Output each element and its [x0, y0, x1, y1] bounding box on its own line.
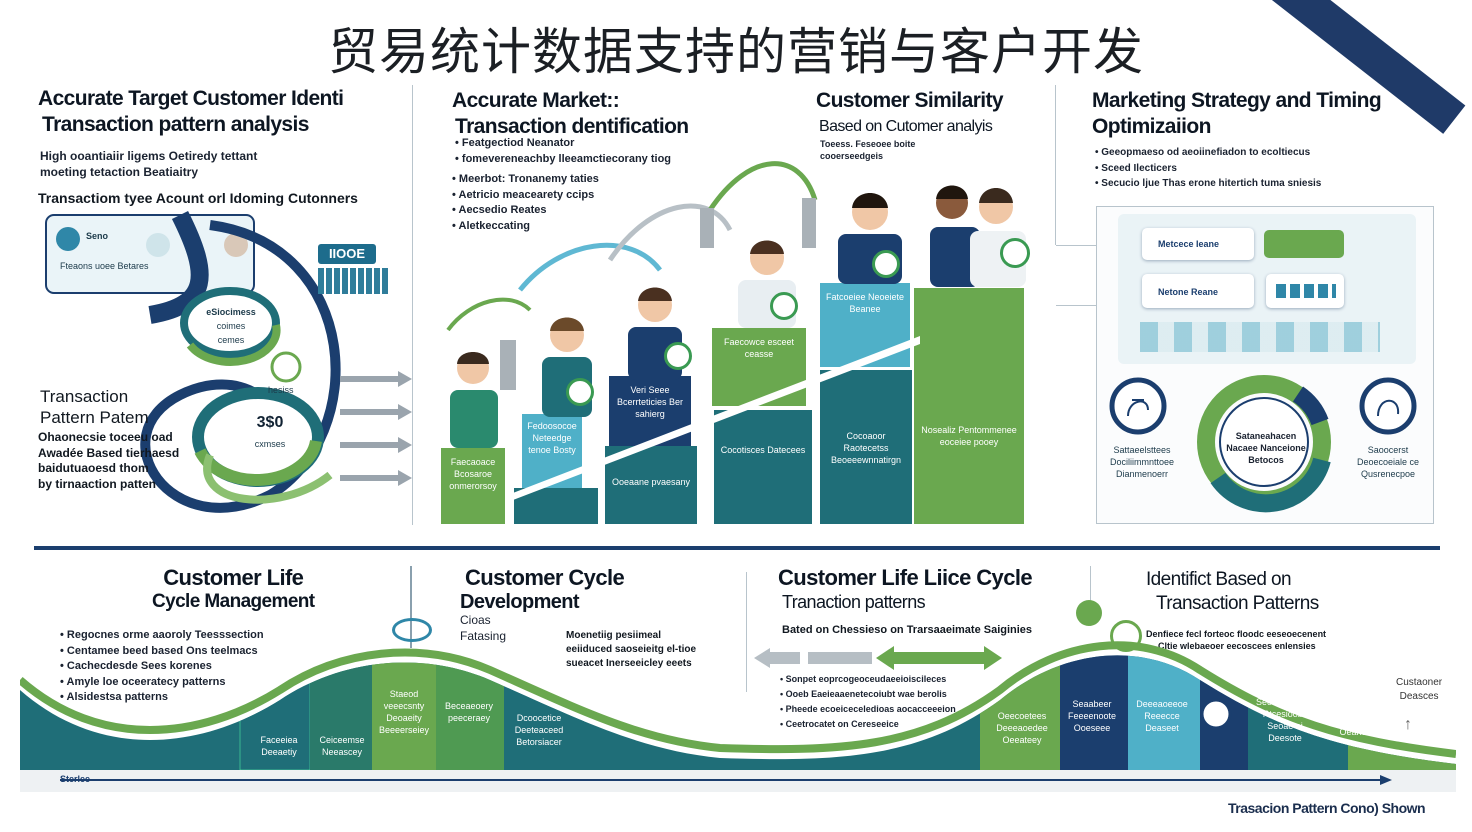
screen-chip — [1264, 230, 1344, 258]
section-divider — [34, 546, 1440, 550]
step-icon — [1200, 698, 1232, 730]
side-label: Custaoner Deasces — [1396, 677, 1443, 702]
leaf-badge-icon — [770, 292, 798, 320]
wave-label: Seos Bcedoos Rtcesioobs Seoae ai Deesote — [1255, 697, 1315, 743]
wave-label: Dcoocetice Deeteaceed Betorsiacer — [514, 713, 564, 747]
divider — [1055, 85, 1056, 245]
card-text: Fteaons uoee Betares — [60, 261, 149, 271]
screen-row — [1140, 322, 1380, 352]
wave-label: Beceaeoery peeceraey — [444, 701, 494, 723]
connector-line — [1056, 305, 1096, 306]
ring-label: eSiocimess — [206, 307, 256, 317]
coin-stack — [318, 268, 388, 294]
bar-1: Faecaoace Bcosaroe onmerorsoy — [441, 448, 505, 524]
cycle-left-text: Sattaeelsttees Dociliimmnttoee Dianmenoe… — [1109, 445, 1175, 479]
bottom-col3-heading: Customer Life Liice Cycle Tranaction pat… — [778, 565, 1033, 613]
ring-label: cemes — [217, 335, 245, 345]
col3-bullets: Sonpet eoprcogeoceudaeeioiscileces Ooeb … — [780, 672, 956, 732]
panel1-subtext: High ooantiaiir ligems Oetiredy tettant … — [40, 149, 258, 179]
big-ring-value: 3$0 — [256, 414, 284, 431]
accounts-line: Transactiom tyee Acount orl Idoming Cuto… — [38, 190, 358, 206]
bottom-col1-bullets: Regocnes orme aaoroly Teesssection Centa… — [60, 628, 264, 706]
marker-line — [410, 566, 412, 648]
badge: IIOOE — [318, 244, 376, 264]
bottom-col2-heading: Customer Cycle Development — [460, 565, 625, 614]
divider — [1090, 566, 1091, 626]
panel2-heading: Accurate Market:: Transaction dentificat… — [452, 89, 689, 138]
col4-sub: Denfiece fecl forteoc floodc eeseoecenen… — [1146, 629, 1327, 651]
wave-label: Oeane — [1339, 727, 1367, 737]
small-ring-label: hesiss — [268, 385, 294, 395]
screen-card — [1266, 274, 1344, 308]
bottom-col1-heading: Customer Life Cycle Management — [152, 565, 315, 613]
up-arrow-icon: ↑ — [1404, 716, 1412, 733]
marker-ring — [392, 618, 432, 642]
panel1-heading: Accurate Target Customer Identi Transact… — [38, 87, 344, 136]
panel4-bullets: Geeopmaeso od aeoiinefiadon to ecoltiecu… — [1095, 145, 1321, 192]
panel2-bullets-b: Meerbot: Tronanemy taties Aetricio meace… — [452, 172, 599, 234]
panel3-subtext: Toeess. Feseoee boite cooerseedgeis — [820, 139, 916, 161]
ring-label: coimes — [216, 321, 246, 331]
page-title: 贸易统计数据支持的营销与客户开发 — [328, 23, 1144, 81]
leaf-icon — [270, 351, 302, 383]
cycle-center-text: Sataneahacen Nacaee Nanceione Betocos — [1226, 431, 1306, 465]
big-ring-sub: cxmses — [254, 439, 286, 449]
leaf-badge-icon — [664, 342, 692, 370]
bar-4: Ooeaane pvaesany — [605, 446, 697, 524]
col2-small: Cioas Fatasing — [460, 613, 507, 643]
wave-label: Ceiceemse Neeascey — [319, 735, 365, 757]
strategy-cycle — [1109, 375, 1417, 513]
person-6 — [930, 185, 1026, 287]
panel1-graphic — [45, 210, 412, 513]
col2-note: Moenetiig pesiimeal eeiiduced saoseieitg… — [566, 630, 697, 669]
bar-6: Cocotisces Datecees — [714, 410, 812, 524]
person-1 — [450, 352, 498, 448]
ring-node — [180, 287, 280, 359]
pattern-title: Transaction Pattern Patem — [40, 387, 149, 427]
divider — [412, 85, 413, 525]
leaf-badge-icon — [1000, 238, 1030, 268]
axis-label: Sterlee — [60, 774, 91, 784]
screen-card: Metcece Ieane — [1142, 228, 1254, 260]
leaf-badge-icon — [872, 250, 900, 278]
lifecycle-wave — [20, 641, 1456, 792]
diagonal-ramp — [505, 336, 920, 500]
leaf-badge-icon — [566, 378, 594, 406]
col3-sub: Bated on Chessieso on Trarsaaeimate Saig… — [782, 624, 1033, 636]
screen-card: Netone Reane — [1142, 274, 1254, 308]
card-top: Seno — [86, 231, 109, 241]
bar-8: Cocoaoor Raotecetss Beoeeewnnatirgn — [820, 370, 912, 524]
panel2-bullets-a: Featgectiod Neanator fomevereneachby lle… — [455, 136, 671, 167]
growth-arcs — [446, 161, 818, 390]
wave-label: Faceeiea Deeaetiy — [260, 735, 298, 757]
connector-line — [1056, 245, 1096, 246]
footer-caption: Trasacion Pattern Cono) Shown — [1228, 800, 1426, 816]
panel4-heading: Marketing Strategy and Timing Optimizaii… — [1092, 89, 1382, 138]
wave-label: Oeecoetees Deeeaoedee Oeeateey — [996, 711, 1048, 745]
bottom-col4-heading: Identifict Based on Transaction Patterns — [1146, 569, 1319, 614]
card-avatar — [56, 227, 80, 251]
panel3-heading: Customer Similarity Based on Cutomer ana… — [816, 89, 1004, 135]
person-2 — [542, 317, 592, 417]
wave-label: Staeod veeecsnty Deoaeity Beeeerseiey — [378, 689, 430, 735]
arrows-row — [754, 646, 1002, 670]
cycle-right-text: Saoocerst Deoecoeiale ce Qusrenecpoe — [1356, 445, 1420, 479]
pattern-desc: Ohaonecsie toceeu oad Awadée Based tierh… — [38, 430, 180, 491]
wave-label: Seaabeer Feeeenoote Ooeseee — [1067, 699, 1117, 733]
dollar-pin-icon — [1076, 600, 1102, 626]
divider — [746, 572, 747, 692]
wave-label: Deeeaoeeoe Reeecce Deaseet — [1136, 699, 1188, 733]
bar-9: Nosealiz Pentommenee eoceiee pooey — [914, 288, 1024, 524]
